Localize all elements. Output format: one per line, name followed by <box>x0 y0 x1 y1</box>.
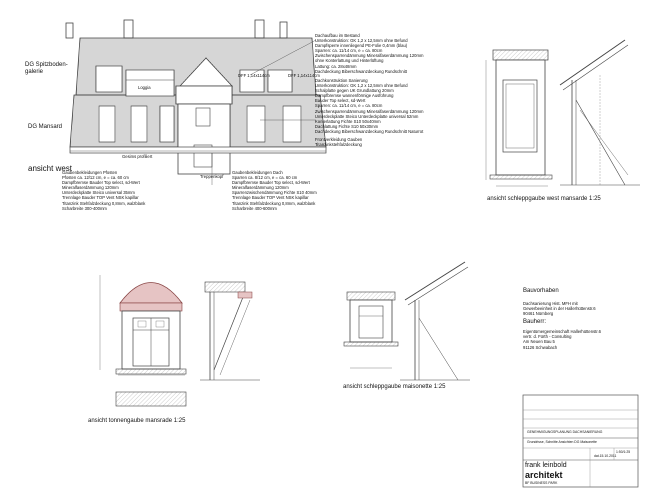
caption-ansicht-west: ansicht west <box>28 164 73 173</box>
title-block-frame <box>522 394 639 488</box>
notes-sanierung-line: Zwischensparrendämmung Mineralfaserdämmu… <box>315 108 424 114</box>
label-gesims: Gesims profiliert <box>122 154 153 159</box>
architect-firm: BF BUSINESS PARK <box>525 481 558 485</box>
bauvorhaben-line: 90461 Nürnberg <box>523 311 554 317</box>
schleppgaube-maisonette-drawing <box>343 261 470 381</box>
notes-dach-line: Gaubenbekleidungen Dach <box>232 170 283 175</box>
bauherr-line: 91126 Schwabach <box>523 344 558 350</box>
notes-dach-line: Scharbreite 400-600mm <box>232 205 277 211</box>
notes-bestand-line: Sparren: ca. 11/14 cm, e = ca. 80cm <box>315 48 383 54</box>
label-dff-left: DFF 1,14x114cm <box>238 73 270 78</box>
notes-sanierung-line: Unterdeckplatte Steico Unterdeckplatte u… <box>315 113 419 119</box>
notes-dach-line: Sparren ca. 8/12 cm, e = ca. 60 cm <box>232 175 298 181</box>
architect-role: architekt <box>525 470 563 480</box>
notes-bestand-line: Zwischensparrendämmung Mineralfaserdämmu… <box>315 53 424 59</box>
notes-pfosten-line: Mineralfaserdämmung 120mm <box>62 185 119 191</box>
notes-dach: Gaubenbekleidungen Dach Sparren ca. 8/12… <box>232 170 317 211</box>
bauherr-line: Am Neuen Bau 5 <box>523 339 555 345</box>
bauherr-line: Eigentümergemeinschaft Hallerhüttenstr.6 <box>523 329 601 335</box>
notes-pfosten-line: Titanzink Stehfalzdeckung 0,8mm, walzbla… <box>62 200 146 206</box>
notes-pfosten-line: Trennlage Bauder TOP Vent NSK kapillar <box>62 195 139 201</box>
notes-bestand: Dachaufbau im Bestand Unterkonstruktion:… <box>315 33 423 74</box>
label-dff-right: DFF 1,14x114cm <box>288 73 320 78</box>
caption-tonnengaube: ansicht tonnengaube mansrade 1:25 <box>88 418 186 424</box>
notes-bestand-line: Unterkonstruktion: GK 1,2 x 12,5mm ohne … <box>315 38 408 44</box>
notes-sanierung-line: Schalplatte gegen UK Grundlattung 20mm <box>315 88 394 94</box>
notes-pfosten-line: Pfosten ca. 12/12 cm, e = ca. 60 cm <box>62 175 129 181</box>
notes-frontverkleidung: Frontverkleidung Gauben Titanzinkstehfal… <box>315 137 362 147</box>
notes-bestand-line: Dachdeckung Biberschwanzdeckung Rundschn… <box>315 68 407 74</box>
notes-sanierung-line: Bauder Top select, sd-Wert <box>315 98 366 104</box>
notes-front-line: Titanzinkstehfalzdeckung <box>315 142 362 148</box>
architect-name: frank leinbold <box>525 462 567 469</box>
tonnengaube-drawing <box>99 275 260 407</box>
notes-bestand-line: ohne Konterlattung und Hinterlüftung <box>315 58 384 64</box>
notes-dach-line: Mineralfaserdämmung 120mm <box>232 185 289 191</box>
bauvorhaben-line: Dachsanierung Hist. MFH mit <box>523 301 578 306</box>
notes-sanierung-line: Sparren: ca. 11/14 cm, e = ca. 80cm <box>315 103 383 109</box>
notes-dach-line: Sparrenzwischendämmung Fichte S10 40mm <box>232 190 317 196</box>
title-doc: GENEHMIGUNGSPLANUNG DACHSANIERUNG <box>527 430 603 434</box>
notes-pfosten-line: Unterdeckplatte Steico universal 35mm <box>62 190 135 196</box>
notes-sanierung-line: Dachkonstruktion Sanierung <box>315 78 368 83</box>
notes-bestand-line: Lattung: ca. 28x48mm <box>315 63 357 69</box>
notes-dach-line: Dampfbremse Bauder Top select, sd-Wert <box>232 180 310 186</box>
title-date: dat.15.10.2011 <box>594 454 617 458</box>
title-doc-sub: Grundrisse, Schnitte Ansichten DG Maison… <box>527 440 597 444</box>
notes-bestand-line: Dampfsperre innenliegend PE-Folie 0,4mm … <box>315 43 408 49</box>
notes-sanierung-line: Unterkonstruktion: GK 1,2 x 12,5mm ohne … <box>315 83 408 89</box>
notes-dach-line: Titanzink Stehfalzdeckung 0,8mm, walzbla… <box>232 200 316 206</box>
bauvorhaben-block: Bauvorhaben Dachsanierung Hist. MFH mit … <box>523 288 601 350</box>
notes-sanierung-line: Dachdeckung Biberschwanzdeckung Rundschn… <box>315 128 424 134</box>
label-dg-spitzboden-line2: galerie <box>25 69 44 75</box>
bauvorhaben-line: Gewerbeeinheit in der Hallerhüttenstr.6 <box>523 306 596 312</box>
label-dg-spitzboden: DG Spitzboden- galerie <box>25 62 68 76</box>
notes-front-line: Frontverkleidung Gauben <box>315 137 363 142</box>
notes-sanierung-line: Konterlattung Fichte S10 50x40mm <box>315 118 381 124</box>
bauherr-line: vertr. d. Fürth - Consulting <box>523 334 572 340</box>
caption-schleppgaube-maisonette: ansicht schleppgaube maisonette 1:25 <box>343 384 446 390</box>
title-scale: 1:50/1:25 <box>616 450 631 454</box>
bauherr-label: Bauherr: <box>523 319 547 326</box>
notes-pfosten-line: Dampfbremse Bauder Top select, sd-Wert <box>62 180 140 186</box>
bauvorhaben-label: Bauvorhaben <box>523 288 559 294</box>
notes-dach-line: Trennlage Bauder TOP Vent NSK kapillar <box>232 195 309 201</box>
notes-pfosten: Gaubenbekleidungen Pfosten Pfosten ca. 1… <box>62 170 145 211</box>
label-dg-spitzboden-line1: DG Spitzboden- <box>25 62 68 68</box>
notes-sanierung: Dachkonstruktion Sanierung Unterkonstruk… <box>315 78 423 134</box>
label-dg-mansard: DG Mansard <box>28 124 63 130</box>
west-facade-drawing <box>65 19 327 185</box>
notes-bestand-line: Dachaufbau im Bestand <box>315 33 360 38</box>
notes-sanierung-line: Dachlattung Fichte S10 50x30mm <box>315 123 379 129</box>
notes-pfosten-line: Gaubenbekleidungen Pfosten <box>62 170 118 175</box>
notes-sanierung-line: Dampfbremse wannenförmige Ausführung <box>315 93 394 99</box>
caption-schleppgaube-west: ansicht schleppgaube west mansarde 1:25 <box>487 196 601 202</box>
label-loggia: Loggia <box>138 85 151 90</box>
label-treppenkopf: Treppenkopf <box>200 174 224 179</box>
schleppgaube-west-drawing <box>485 39 640 187</box>
notes-pfosten-line: Scharbreite 300-400mm <box>62 205 107 211</box>
